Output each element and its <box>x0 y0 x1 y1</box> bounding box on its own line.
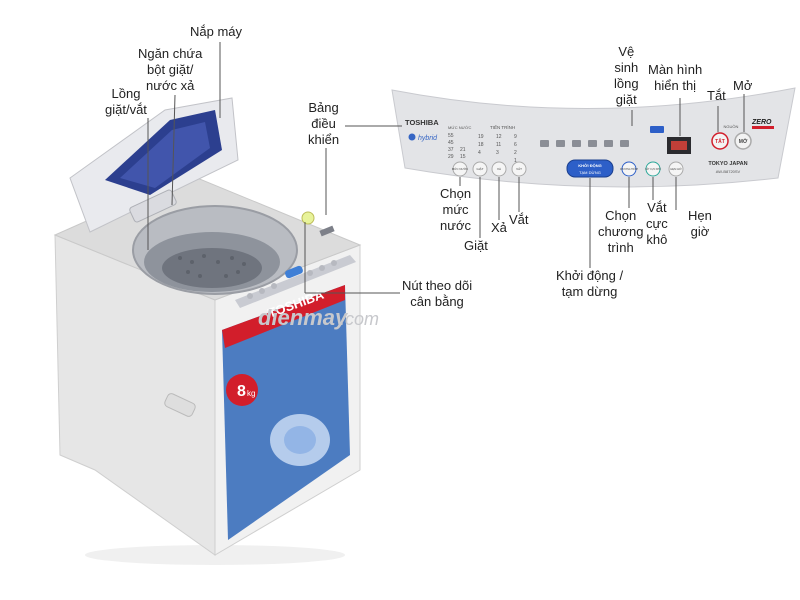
callout-off: Tắt <box>707 88 726 103</box>
timer-button-text: HẸN GIỜ <box>670 166 682 171</box>
num-12: 12 <box>496 134 502 140</box>
num-2: 2 <box>514 150 517 156</box>
power-off-text: TẮT <box>715 137 725 145</box>
leader-detergent <box>171 94 176 206</box>
num-19: 19 <box>478 134 484 140</box>
wash-button-text: GIẶT <box>476 167 483 171</box>
panel-hybrid: hybrid <box>418 135 438 142</box>
panel-brand: TOSHIBA <box>405 118 439 127</box>
program-icon-4 <box>588 140 597 147</box>
machine-control-strip <box>235 255 356 308</box>
level-45: 45 <box>448 140 454 146</box>
power-on-text: MỞ <box>739 138 748 145</box>
callout-timer: Hẹn giờ <box>688 208 712 239</box>
program-icon-5 <box>604 140 613 147</box>
num-9: 9 <box>514 134 517 140</box>
program-icon-2 <box>556 140 565 147</box>
level-21: 21 <box>460 147 466 153</box>
callout-panel: Bảng điều khiển <box>308 100 340 147</box>
capacity-number: 8 <box>237 383 246 400</box>
callout-program: Chọn chương trình <box>598 208 644 255</box>
level-29: 29 <box>448 154 454 160</box>
tub-clean-indicator <box>650 126 664 133</box>
capacity-unit: kg <box>247 389 255 398</box>
hybrid-icon <box>408 133 416 141</box>
num-11: 11 <box>496 142 501 148</box>
level-55: 55 <box>448 133 454 139</box>
num-18: 18 <box>478 142 484 148</box>
leader-lines <box>147 42 745 294</box>
spin-button[interactable] <box>511 161 527 177</box>
detergent-drawer[interactable] <box>129 189 177 223</box>
extra-dry-button[interactable] <box>645 161 661 177</box>
callout-display: Màn hình hiển thị <box>648 62 703 93</box>
spin-button-text: VẮT <box>516 166 522 171</box>
zero-logo: ZERO <box>751 119 772 126</box>
start-pause-text-2: TẠM DỪNG <box>579 170 601 175</box>
callout-balance: Nút theo dõi cân bằng <box>402 278 473 309</box>
program-button-text: CHƯƠNG TRÌNH <box>620 168 639 171</box>
program-button[interactable] <box>621 161 637 177</box>
callout-rinse: Xả <box>491 220 507 235</box>
panel-model: AW-B8720SV <box>716 169 741 174</box>
callout-on: Mở <box>733 78 753 93</box>
callout-wash: Giặt <box>464 238 488 253</box>
callout-lid: Nắp máy <box>190 24 243 39</box>
rinse-button-text: XẢ <box>497 166 501 171</box>
callout-spin: Vắt <box>509 212 529 227</box>
callout-water-level: Chọn mức nước <box>440 186 472 233</box>
callout-tub-clean: Vệ sinh lồng giặt <box>614 44 639 107</box>
side-handle[interactable] <box>163 392 196 417</box>
num-1: 1 <box>514 158 517 164</box>
callout-extra-dry: Vắt cực khô <box>646 200 668 247</box>
callout-detergent: Ngăn chứa bột giặt/ nước xả <box>138 46 203 93</box>
num-3: 3 <box>496 150 499 156</box>
capacity-badge <box>226 374 258 406</box>
num-4: 4 <box>478 150 481 156</box>
program-icon-3 <box>572 140 581 147</box>
watermark-suffix: .com <box>340 309 379 329</box>
num-6: 6 <box>514 142 517 148</box>
callout-drum: Lồng giặt/vắt <box>105 86 147 117</box>
start-pause-button[interactable] <box>566 159 614 178</box>
program-icon-1 <box>540 140 549 147</box>
balance-indicator[interactable] <box>301 211 315 225</box>
level-37: 37 <box>448 147 454 153</box>
wash-button[interactable] <box>472 161 488 177</box>
front-decal <box>222 285 350 540</box>
level-15: 15 <box>460 154 466 160</box>
progress-caption: TIẾN TRÌNH <box>490 124 515 130</box>
extra-dry-button-text: VẮT CỰC KHÔ <box>645 168 661 171</box>
panel-origin: TOKYO JAPAN <box>708 161 747 167</box>
watermark-text: dienmay <box>258 305 349 330</box>
program-icon-6 <box>620 140 629 147</box>
water-level-button[interactable] <box>452 161 468 177</box>
panel-body <box>391 87 796 188</box>
timer-button[interactable] <box>668 161 684 177</box>
control-panel-detail: TOSHIBA hybrid MỨC NƯỚC 55 45 37 29 21 1… <box>391 87 796 188</box>
water-level-button-text: MỨC NƯỚC <box>452 166 468 171</box>
power-off-button[interactable] <box>711 132 729 150</box>
brand-band <box>222 285 345 348</box>
machine-lid[interactable] <box>69 97 239 233</box>
machine-start-button[interactable] <box>284 265 304 279</box>
power-on-button[interactable] <box>734 132 752 150</box>
water-caption: MỨC NƯỚC <box>448 125 471 130</box>
rinse-button[interactable] <box>491 161 507 177</box>
start-pause-text-1: KHỞI ĐỘNG <box>578 163 601 168</box>
washing-machine: TOSHIBA 8 kg <box>53 97 362 565</box>
power-caption: NGUỒN <box>724 124 739 129</box>
callout-start-pause: Khởi động / tạm dừng <box>556 268 624 299</box>
